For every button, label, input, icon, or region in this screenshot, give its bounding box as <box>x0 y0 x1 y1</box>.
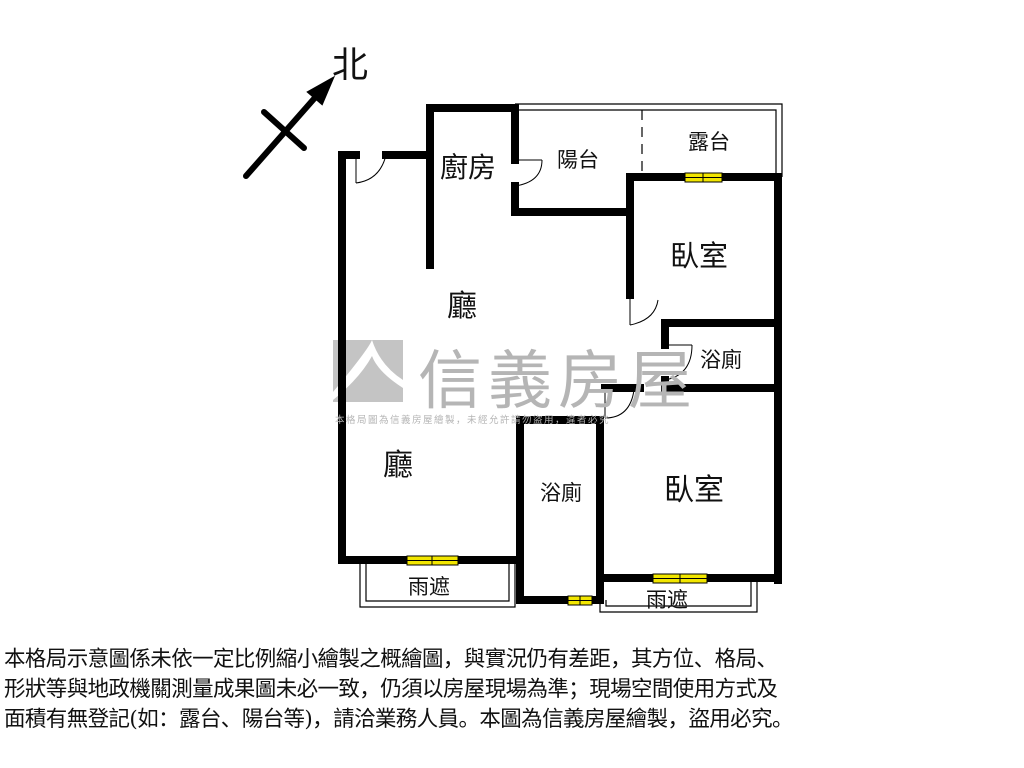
balcony-outline <box>515 103 783 177</box>
rain-shelter-right: 雨遮 <box>646 588 688 612</box>
disclaimer-line: 形狀等與地政機關測量成果圖未必一致，仍須以房屋現場為準；現場空間使用方式及 <box>4 677 778 702</box>
room-terrace: 露台 <box>688 130 730 154</box>
disclaimer: 本格局示意圖係未依一定比例縮小繪製之概繪圖，與實況仍有差距，其方位、格局、 形狀… <box>4 645 1024 735</box>
room-bath-right: 浴廁 <box>700 348 742 372</box>
room-living-top: 廳 <box>447 289 477 324</box>
doors <box>355 154 693 419</box>
north-arrow-icon <box>243 75 336 179</box>
windows <box>406 172 723 606</box>
room-bedroom-top: 臥室 <box>670 239 729 273</box>
room-bath-bottom: 浴廁 <box>540 481 582 505</box>
disclaimer-line: 面積有無登記(如：露台、陽台等)，請洽業務人員。本圖為信義房屋繪製，盜用必究。 <box>4 707 793 732</box>
room-balcony: 陽台 <box>557 148 599 172</box>
room-living-bottom: 廳 <box>383 448 413 483</box>
rain-shelter-left: 雨遮 <box>408 575 450 599</box>
watermark-brand: 信義房屋 <box>418 345 698 419</box>
watermark-notice: 本格局圖為信義房屋繪製，未經允許請勿盜用，違者必究 <box>335 415 611 426</box>
disclaimer-line: 本格局示意圖係未依一定比例縮小繪製之概繪圖，與實況仍有差距，其方位、格局、 <box>4 647 778 672</box>
north-label: 北 <box>332 45 369 86</box>
room-bedroom-bottom: 臥室 <box>664 473 724 508</box>
room-kitchen: 廚房 <box>440 151 497 184</box>
